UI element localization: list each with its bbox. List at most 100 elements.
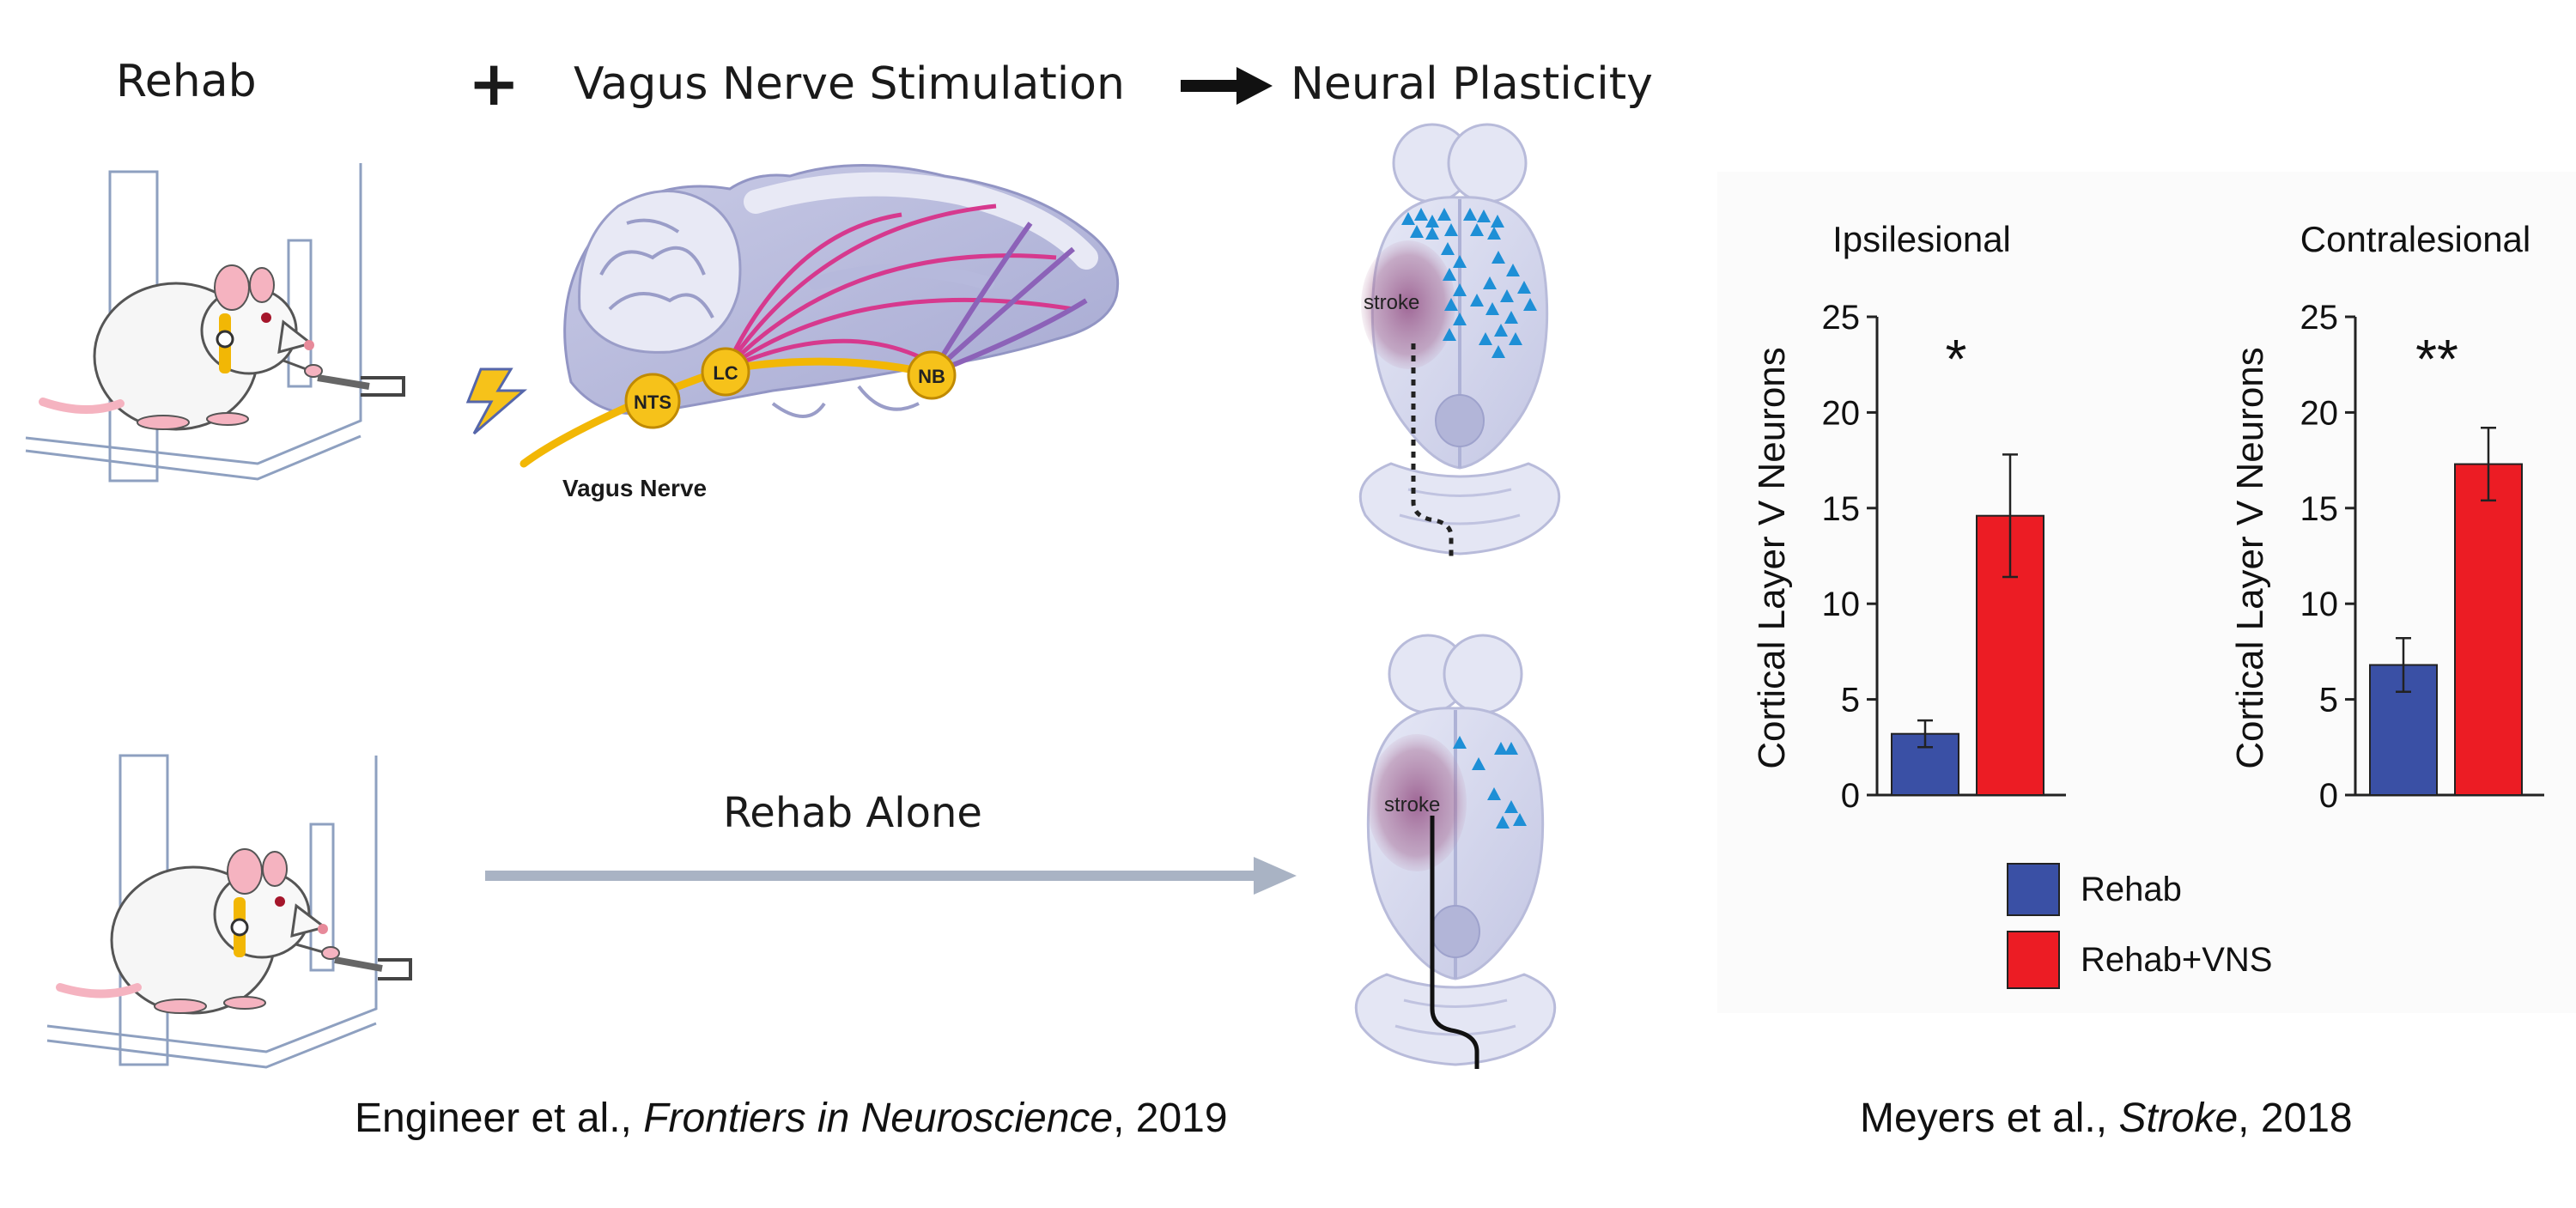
y-tick-label-ipsilesional-4: 20 <box>1822 394 1861 432</box>
dorsal-brain-vns: stroke <box>1358 123 1561 558</box>
vns-neuron-2 <box>1425 215 1439 228</box>
vns-neuron-12 <box>1441 242 1455 255</box>
vns-neuron-25 <box>1504 311 1518 324</box>
chart-ipsilesional: Ipsilesional Cortical Layer V Neurons 0 5… <box>1751 219 2066 815</box>
corticospinal-tract-damaged <box>1411 343 1454 558</box>
vns-neuron-13 <box>1453 255 1467 268</box>
y-tick-label-ipsilesional-2: 10 <box>1822 586 1861 623</box>
vns-neuron-20 <box>1506 264 1520 276</box>
rehab-neuron-4 <box>1487 787 1501 800</box>
vns-neuron-27 <box>1479 332 1492 345</box>
vns-neuron-28 <box>1509 332 1522 345</box>
vns-neuron-17 <box>1453 313 1467 325</box>
vns-neuron-22 <box>1500 289 1514 302</box>
vns-neuron-1 <box>1414 208 1428 221</box>
vns-neuron-19 <box>1492 251 1505 264</box>
chart-title-ipsilesional: Ipsilesional <box>1832 219 2011 259</box>
vns-neuron-6 <box>1444 223 1458 236</box>
nts-node <box>624 373 681 429</box>
error-bar-contralesional-1 <box>2481 426 2496 502</box>
vagus-nerve-path <box>519 357 936 468</box>
vns-neuron-29 <box>1523 298 1537 311</box>
error-bar-ipsilesional-1 <box>2002 453 2018 579</box>
rehab-neuron-2 <box>1494 742 1508 755</box>
rehab-neuron-3 <box>1504 742 1518 755</box>
header-plus: + <box>468 47 519 119</box>
error-bar-contralesional-0 <box>2396 637 2411 693</box>
rat-in-reach-box-bottom <box>46 754 412 1069</box>
citation-right-journal: Stroke <box>2118 1096 2238 1141</box>
y-axis-label-ipsilesional: Cortical Layer V Neurons <box>1751 347 1793 769</box>
vns-neuron-5 <box>1425 227 1439 240</box>
vagus-nerve-label: Vagus Nerve <box>562 475 707 501</box>
rehab-neuron-5 <box>1504 800 1518 813</box>
y-tick-label-contralesional-4: 20 <box>2300 394 2339 432</box>
vns-neuron-3 <box>1437 208 1451 221</box>
citation-left-journal: Frontiers in Neuroscience <box>643 1096 1113 1141</box>
vns-neuron-15 <box>1453 283 1467 296</box>
stroke-lesion-top <box>1361 240 1455 369</box>
header-plasticity: Neural Plasticity <box>1291 58 1653 110</box>
vns-neuron-0 <box>1401 212 1415 225</box>
vns-neuron-7 <box>1463 208 1477 221</box>
y-tick-label-ipsilesional-3: 15 <box>1822 490 1861 528</box>
rehab-alone-label: Rehab Alone <box>723 789 982 837</box>
y-tick-label-contralesional-3: 15 <box>2300 490 2339 528</box>
y-tick-label-contralesional-1: 5 <box>2319 682 2338 719</box>
vns-neuron-4 <box>1410 225 1424 238</box>
cerebellum-shape <box>578 190 742 354</box>
vns-neuron-10 <box>1470 223 1484 236</box>
rat-in-reach-box-top <box>25 163 405 483</box>
y-tick-label-contralesional-0: 0 <box>2319 777 2338 815</box>
nb-label: NB <box>918 366 945 387</box>
dorsal-brain-rehab-alone: stroke <box>1354 634 1557 1069</box>
purple-projections <box>929 222 1088 376</box>
neuron-cluster-rehab <box>1453 736 1527 829</box>
vns-neuron-9 <box>1491 215 1504 228</box>
lc-node <box>701 347 750 397</box>
vns-neuron-14 <box>1443 268 1456 281</box>
stroke-lesion-bottom <box>1367 734 1467 871</box>
y-tick-label-contralesional-5: 25 <box>2300 299 2339 337</box>
nb-node <box>907 350 957 400</box>
sagittal-brain-diagram: NTS LC NB Vagus Nerve <box>465 164 1120 501</box>
stroke-label-top: stroke <box>1364 291 1419 314</box>
error-bar-ipsilesional-0 <box>1917 719 1933 749</box>
citation-right-authors: Meyers et al., <box>1860 1096 2118 1141</box>
chart-contralesional: Contralesional Cortical Layer V Neurons … <box>2229 219 2544 815</box>
stroke-label-bottom: stroke <box>1384 793 1440 816</box>
vns-neuron-26 <box>1494 324 1508 337</box>
vns-neuron-30 <box>1492 345 1505 358</box>
neuron-cluster-vns <box>1401 208 1537 358</box>
citation-left-year: , 2019 <box>1113 1096 1227 1141</box>
nts-label: NTS <box>634 392 671 413</box>
vns-neuron-31 <box>1470 294 1484 307</box>
vns-neuron-16 <box>1444 298 1458 311</box>
corticospinal-tract-bottom <box>1430 816 1479 1069</box>
rehab-neuron-6 <box>1496 816 1510 829</box>
lightning-bolt-icon <box>465 367 528 435</box>
y-tick-label-ipsilesional-1: 5 <box>1841 682 1860 719</box>
vns-neuron-23 <box>1517 281 1531 294</box>
legend-label-rehab: Rehab <box>2081 871 2182 908</box>
citation-right-year: , 2018 <box>2238 1096 2352 1141</box>
arrow-right-icon <box>1181 67 1273 105</box>
header-vns: Vagus Nerve Stimulation <box>574 58 1125 110</box>
significance-ipsilesional: * <box>1946 328 1967 390</box>
chart-panel-background <box>1717 172 2576 1013</box>
y-tick-label-ipsilesional-0: 0 <box>1841 777 1860 815</box>
rehab-neuron-0 <box>1453 736 1467 749</box>
legend-label-rehab-vns: Rehab+VNS <box>2081 941 2272 979</box>
rehab-neuron-1 <box>1472 757 1485 770</box>
vns-neuron-18 <box>1443 328 1456 341</box>
header-rehab: Rehab <box>116 56 257 107</box>
lc-label: LC <box>713 362 738 384</box>
citation-left-authors: Engineer et al., <box>355 1096 643 1141</box>
vns-neuron-8 <box>1477 209 1491 222</box>
vns-neuron-24 <box>1485 302 1499 315</box>
vns-neuron-11 <box>1487 227 1501 240</box>
legend: Rehab Rehab+VNS <box>2007 863 2272 989</box>
significance-contralesional: ** <box>2415 328 2458 390</box>
